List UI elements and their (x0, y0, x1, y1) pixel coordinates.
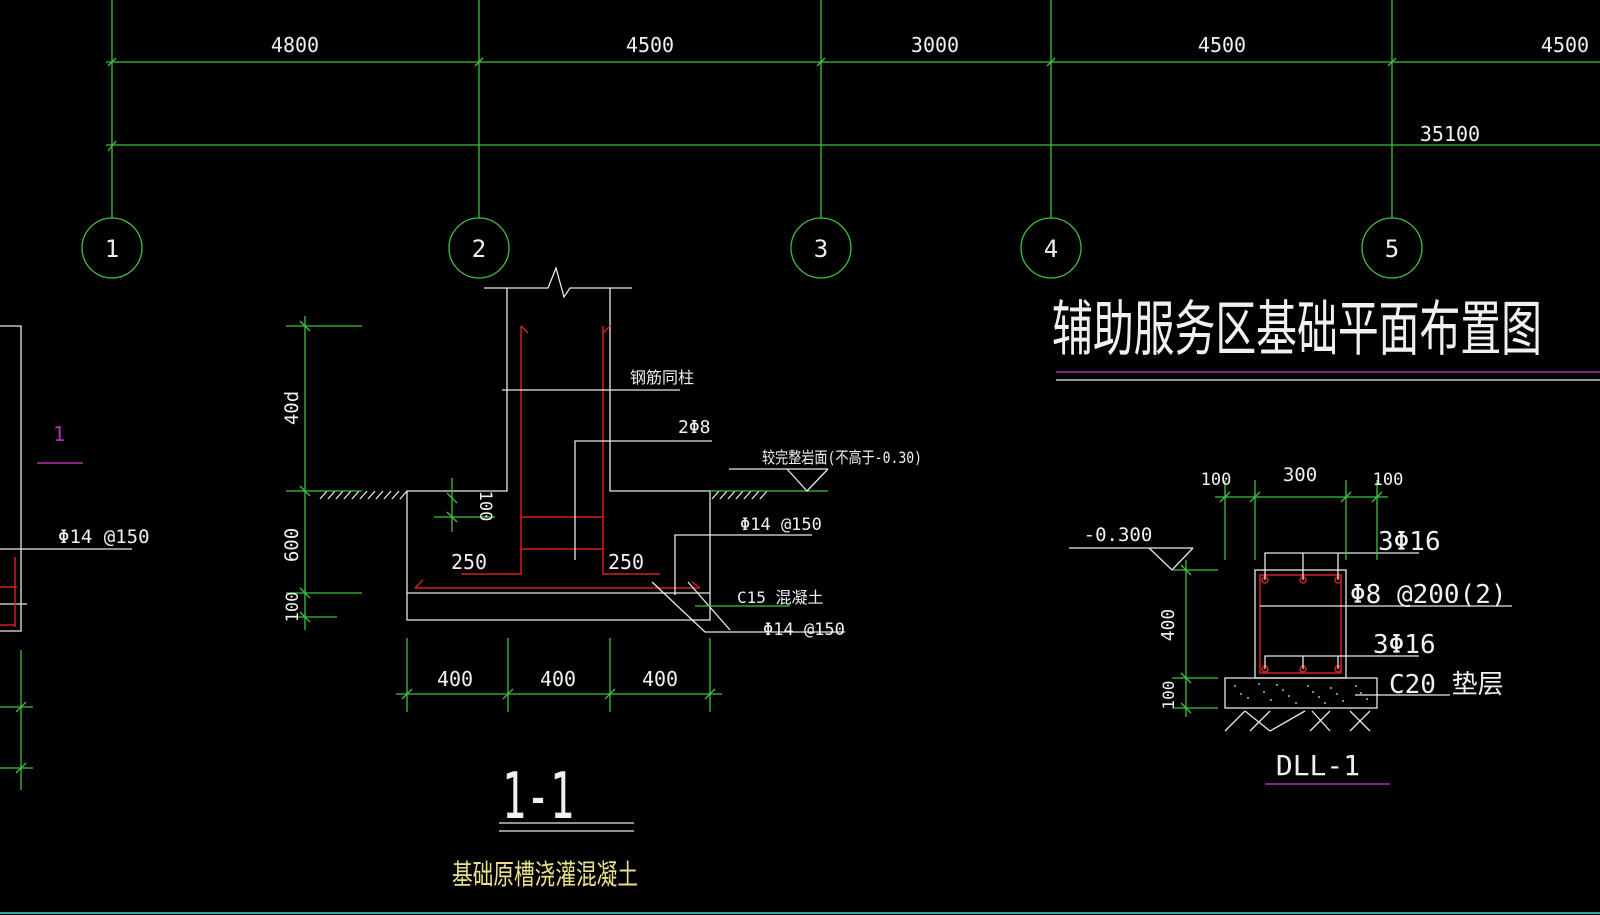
beam-title: DLL-1 (1276, 749, 1360, 782)
left-leader (0, 548, 132, 605)
callout-column-rebar: 钢筋同柱 (630, 368, 694, 387)
leader-top-bars (1264, 552, 1419, 580)
dim-100-bottom: 100 (283, 592, 303, 623)
leader-rock (729, 468, 829, 492)
axis-bubble-3 (790, 217, 852, 279)
elevation-marker (1069, 547, 1194, 571)
dim-100-inner: 100 (475, 491, 495, 522)
left-rebar-label: Φ14 @150 (58, 526, 150, 548)
callout-top-rebar: Φ14 @150 (740, 515, 822, 535)
beam-outline (1254, 569, 1347, 679)
left-fragment: 1 Φ14 @150 (0, 325, 150, 790)
total-length-label: 35100 (1420, 122, 1480, 146)
label-stirrups: Φ8 @200(2) (1350, 580, 1507, 610)
offset-250-left: 250 (451, 550, 487, 574)
leader-bottom-bars (1264, 655, 1419, 669)
dim-ticks (107, 57, 1397, 152)
beam-dim-300: 300 (1283, 464, 1317, 486)
axis-label-4: 4 (1044, 235, 1058, 263)
axis-bubble-5 (1361, 217, 1423, 279)
axis-bubble-1 (81, 217, 143, 279)
callout-bottom-rebar: Φ14 @150 (763, 620, 845, 640)
beam-dim-100-right: 100 (1373, 470, 1404, 490)
column-rebar-left (461, 325, 529, 575)
plan-title: 辅助服务区基础平面布置图 (1052, 295, 1542, 365)
vertical-dims (286, 316, 362, 630)
axis-bubble-2 (448, 217, 510, 279)
label-cushion: C20 垫层 (1389, 670, 1504, 700)
beam-bars (1261, 576, 1342, 673)
footing-outline (406, 288, 711, 621)
inner-dim (434, 478, 495, 532)
beam-dims-side (1172, 560, 1218, 717)
callout-stirrups: 2Φ8 (678, 417, 711, 438)
beam-dim-100-left: 100 (1201, 470, 1232, 490)
leader-stirrups (574, 440, 712, 560)
dim-600: 600 (281, 528, 303, 562)
column-rebar-right (602, 325, 660, 575)
span-label-4-5: 4500 (1198, 33, 1246, 57)
left-column-outline (0, 325, 22, 632)
span-label-1-2: 4800 (271, 33, 319, 57)
section-subtitle: 基础原槽浇灌混凝土 (452, 858, 638, 891)
beam-dll-1: -0.300 100 300 100 400 100 (1069, 464, 1512, 785)
left-rebar (0, 557, 17, 627)
axis-label-2: 2 (472, 235, 486, 263)
axis-grid: 1 2 3 4 5 4800 4500 3000 4500 4500 35100 (81, 0, 1600, 279)
leader-top-rebar (674, 534, 812, 595)
stirrup-bars (521, 516, 603, 550)
ground-hatch (319, 490, 768, 500)
column-break-top (484, 265, 632, 299)
bottom-rebar (414, 579, 701, 589)
cushion-layer (1224, 677, 1378, 709)
dim-400-3: 400 (642, 667, 678, 691)
span-label-3-4: 3000 (911, 33, 959, 57)
section-title-underline (499, 822, 634, 832)
dim-400-1: 400 (437, 667, 473, 691)
callout-concrete: C15 混凝土 (737, 588, 824, 607)
axis-label-1: 1 (105, 235, 119, 263)
beam-stirrup (1259, 574, 1342, 674)
dim-400-2: 400 (540, 667, 576, 691)
section-1-1: 40d 600 100 100 400 400 400 250 250 钢筋同柱… (281, 265, 922, 891)
horizontal-dims (396, 638, 722, 712)
span-label-5-6: 4500 (1541, 33, 1589, 57)
axis-bubble-4 (1020, 217, 1082, 279)
left-dim (0, 650, 33, 790)
callout-rock-surface: 较完整岩面(不高于-0.30) (762, 448, 922, 467)
span-label-2-3: 4500 (626, 33, 674, 57)
soil-hatch (1224, 710, 1371, 732)
axis-label-5: 5 (1385, 235, 1399, 263)
elevation-label: -0.300 (1084, 524, 1153, 546)
dim-40d: 40d (281, 391, 303, 425)
label-bottom-bars: 3Φ16 (1373, 630, 1436, 660)
left-section-mark: 1 (53, 422, 65, 446)
beam-dims-top (1215, 480, 1388, 560)
offset-250-right: 250 (608, 550, 644, 574)
label-top-bars: 3Φ16 (1378, 527, 1441, 557)
beam-dim-100: 100 (1159, 681, 1178, 710)
section-title: 1-1 (502, 760, 574, 834)
plan-title-block: 辅助服务区基础平面布置图 (1052, 295, 1600, 381)
beam-dim-400: 400 (1158, 609, 1179, 642)
axis-label-3: 3 (814, 235, 828, 263)
cushion-dots (1234, 683, 1368, 704)
